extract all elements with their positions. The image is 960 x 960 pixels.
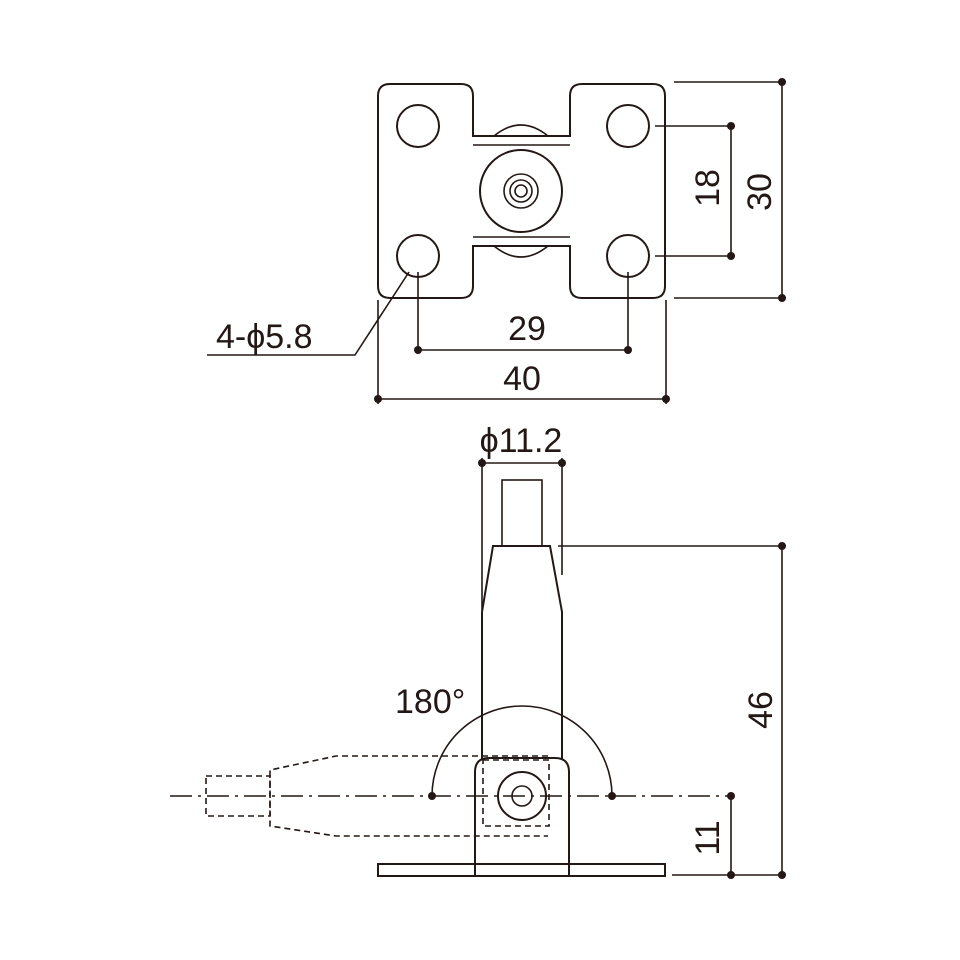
mounting-hole-top-left xyxy=(396,104,440,148)
dimension-terminator xyxy=(478,459,486,467)
total-height-label: 46 xyxy=(742,691,780,729)
top-view xyxy=(377,83,666,299)
pivot-boss xyxy=(479,149,563,233)
dimension-terminator xyxy=(727,122,735,130)
hole-spacing-x-label: 29 xyxy=(508,310,546,348)
dimension-terminator xyxy=(727,792,735,800)
dimension-terminator xyxy=(778,78,786,86)
dimension-terminator xyxy=(778,871,786,879)
pivot-bore-inner xyxy=(509,179,533,203)
mounting-hole-bottom-right xyxy=(606,234,650,278)
hole-spacing-y-label: 18 xyxy=(689,169,727,207)
rotation-angle-label: 180° xyxy=(395,683,465,721)
hidden-pivot-outline xyxy=(482,759,550,827)
arc-terminator xyxy=(428,792,436,800)
bracket-hinge-top xyxy=(493,124,549,137)
dimension-terminator xyxy=(727,252,735,260)
mounting-plate-outline xyxy=(377,83,666,299)
shaft-body xyxy=(481,545,563,760)
mounting-hole-top-right xyxy=(606,104,650,148)
shaft-diameter-label: ϕ11.2 xyxy=(480,422,563,460)
arc-terminator xyxy=(608,792,616,800)
top-view-dimensions: 4-ϕ5.8 29 40 18 30 xyxy=(207,78,786,404)
dimension-terminator xyxy=(778,542,786,550)
side-view-dimensions: ϕ11.2 46 11 xyxy=(478,422,786,879)
shaft-tip xyxy=(501,479,543,547)
pivot-block xyxy=(474,757,570,875)
dimension-terminator xyxy=(778,294,786,302)
rotated-tip-phantom xyxy=(205,775,271,817)
plate-height-label: 30 xyxy=(741,173,779,211)
dimension-terminator xyxy=(414,346,422,354)
pivot-bore-outer xyxy=(503,173,539,209)
hole-callout-label: 4-ϕ5.8 xyxy=(216,318,313,356)
dimension-terminator xyxy=(558,459,566,467)
plate-width-label: 40 xyxy=(503,360,541,398)
base-plate xyxy=(377,863,666,877)
dimension-terminator xyxy=(624,346,632,354)
hole-callout-leader xyxy=(207,271,410,356)
pivot-bore-core xyxy=(514,184,528,198)
pivot-height-label: 11 xyxy=(689,820,727,855)
dimension-terminator xyxy=(374,395,382,403)
dimension-terminator xyxy=(662,395,670,403)
mounting-hole-bottom-left xyxy=(396,234,440,278)
dimension-terminator xyxy=(727,871,735,879)
side-view: 180° xyxy=(170,479,730,877)
rotation-arc xyxy=(431,705,613,797)
bracket-hinge-bottom xyxy=(493,245,549,258)
